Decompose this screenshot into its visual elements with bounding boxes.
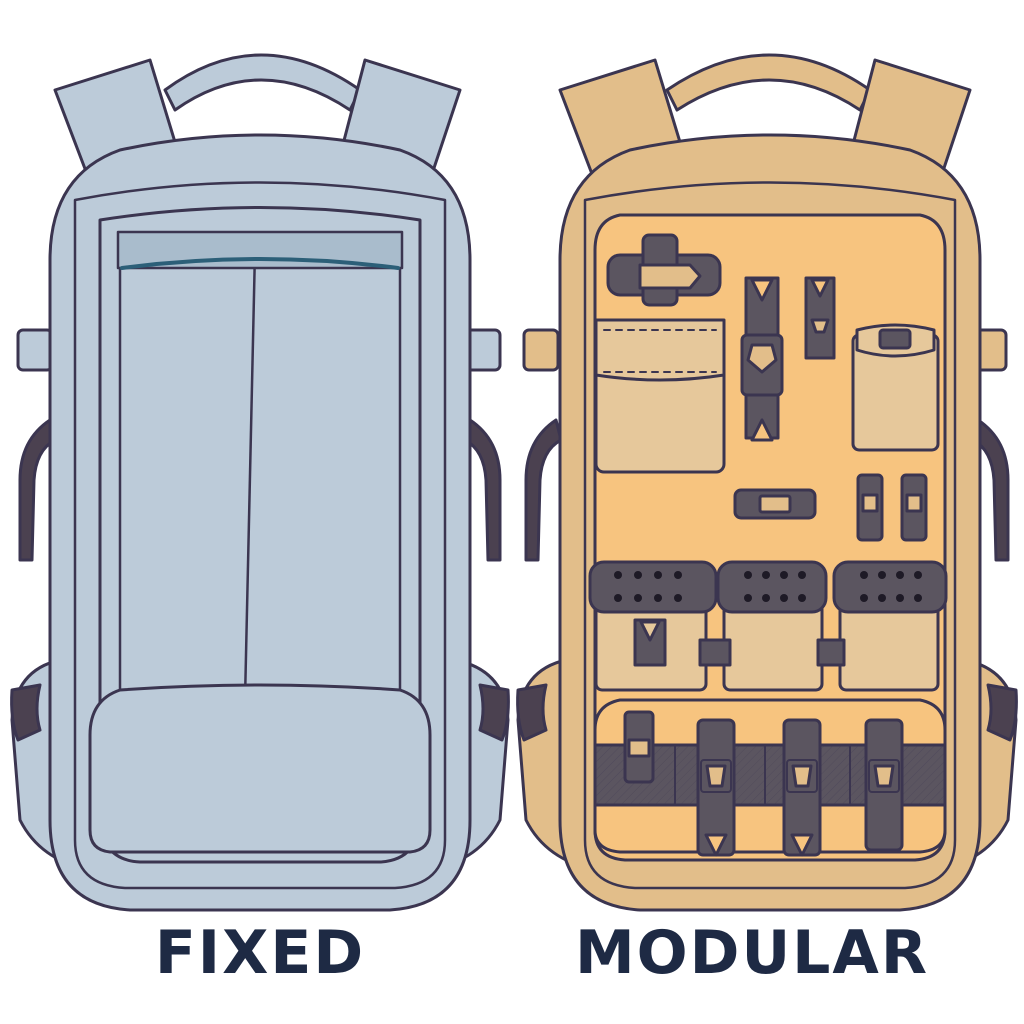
small-clips <box>856 473 928 542</box>
modular-label: MODULAR <box>574 918 930 988</box>
mini-buckle <box>733 488 817 520</box>
fixed-backpack-icon <box>10 53 510 912</box>
top-strap-buckle <box>606 233 722 307</box>
left-side-loop <box>18 418 57 562</box>
fixed-label: FIXED <box>154 918 366 988</box>
left-side-buckle <box>522 328 560 372</box>
left-side-loop <box>524 418 563 562</box>
right-side-loop <box>463 418 502 562</box>
lower-front-pocket <box>88 683 432 854</box>
small-strap-top <box>804 276 836 360</box>
center-vertical-strap <box>740 276 784 442</box>
modular-backpack-icon <box>516 53 1018 912</box>
top-handle <box>665 53 872 112</box>
zipper-line <box>120 257 400 270</box>
top-zip-pocket <box>116 230 404 270</box>
pouch-top-left <box>594 318 726 474</box>
left-side-buckle <box>16 328 54 372</box>
pouch-row-middle <box>588 560 948 692</box>
right-side-loop <box>971 418 1010 562</box>
bottom-buckles <box>623 710 904 857</box>
top-handle <box>163 53 362 112</box>
pouch-top-right <box>851 323 940 452</box>
